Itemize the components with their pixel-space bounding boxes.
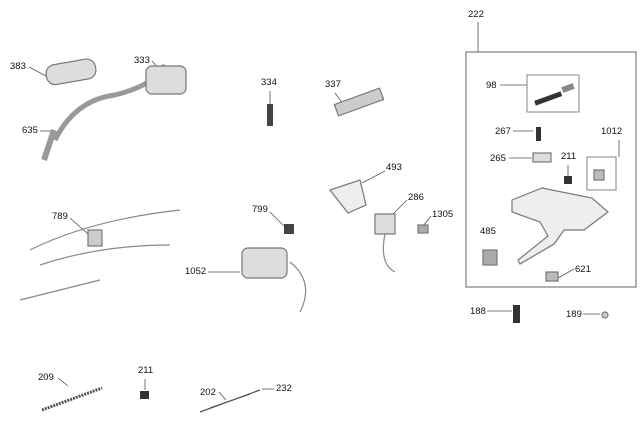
kit-222-box bbox=[465, 51, 637, 288]
callout-621[interactable]: 621 bbox=[575, 264, 591, 275]
callout-334[interactable]: 334 bbox=[261, 77, 277, 88]
callout-286[interactable]: 286 bbox=[408, 192, 424, 203]
callout-232[interactable]: 232 bbox=[276, 383, 292, 394]
callout-1305[interactable]: 1305 bbox=[432, 209, 454, 220]
callout-1052[interactable]: 1052 bbox=[185, 266, 207, 277]
callout-222[interactable]: 222 bbox=[468, 9, 484, 20]
callout-211[interactable]: 211 bbox=[561, 151, 577, 162]
callout-383[interactable]: 383 bbox=[10, 61, 26, 72]
part-shapes bbox=[19, 58, 609, 413]
callout-333[interactable]: 333 bbox=[134, 55, 150, 66]
callout-98[interactable]: 98 bbox=[486, 80, 497, 91]
callout-211-spring[interactable]: 211 bbox=[138, 365, 154, 376]
callout-485[interactable]: 485 bbox=[480, 226, 496, 237]
callout-1012[interactable]: 1012 bbox=[601, 126, 623, 137]
callout-209[interactable]: 209 bbox=[38, 372, 54, 383]
callout-189[interactable]: 189 bbox=[566, 309, 582, 320]
callout-799[interactable]: 799 bbox=[252, 204, 268, 215]
callout-202[interactable]: 202 bbox=[200, 387, 216, 398]
callout-789[interactable]: 789 bbox=[52, 211, 68, 222]
callout-337[interactable]: 337 bbox=[325, 79, 341, 90]
callout-265[interactable]: 265 bbox=[490, 153, 506, 164]
callout-635[interactable]: 635 bbox=[22, 125, 38, 136]
callout-188[interactable]: 188 bbox=[470, 306, 486, 317]
callout-493[interactable]: 493 bbox=[386, 162, 402, 173]
callout-267[interactable]: 267 bbox=[495, 126, 511, 137]
